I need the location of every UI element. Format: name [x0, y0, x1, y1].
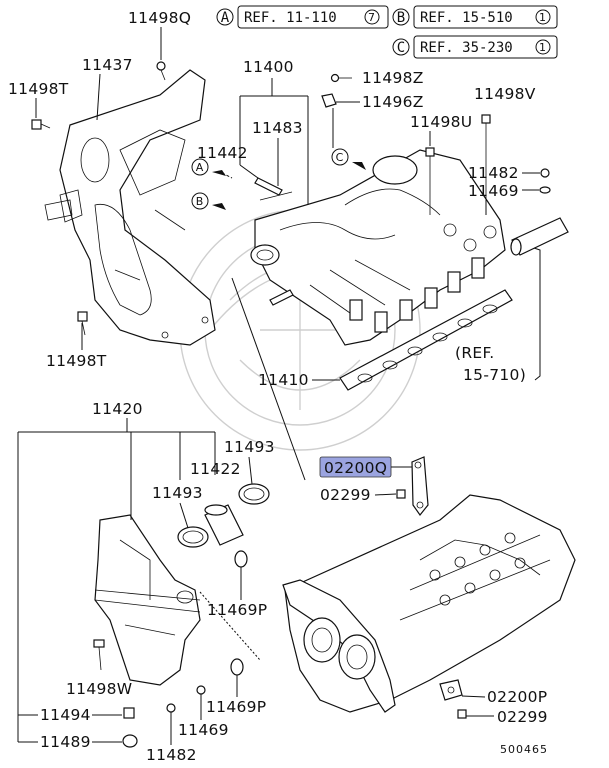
washer-11469-top: [539, 186, 551, 194]
label-11494: 11494: [40, 706, 91, 724]
engine-hanger-02200Q: [411, 456, 429, 517]
ref-a-text: REF. 11-110: [244, 10, 337, 26]
bolt-11498V: [481, 114, 491, 215]
ref-c-num: 1: [539, 41, 547, 54]
label-11422: 11422: [190, 460, 241, 478]
bolt-02299-upper: [396, 489, 406, 499]
label-11493-lower: 11493: [152, 484, 203, 502]
arrow-a: A: [191, 158, 233, 179]
ref-c-text: REF. 35-230: [420, 40, 513, 56]
figure-number: 500465: [500, 743, 548, 756]
intake-manifold: [250, 149, 506, 346]
grommet-11494: [123, 707, 135, 719]
nut-11482-bottom: [166, 703, 176, 713]
clamp-11493-upper: [238, 483, 270, 505]
clip-11496Z: [321, 93, 337, 108]
arrow-b: B: [191, 192, 226, 210]
ref-note-line1: (REF.: [455, 344, 494, 362]
clamp-11493-lower: [177, 526, 209, 548]
bolt-11498Q: [156, 61, 166, 81]
label-11482-top: 11482: [468, 164, 519, 182]
label-11483: 11483: [252, 119, 303, 137]
nut-11482-top: [540, 168, 550, 178]
label-11410: 11410: [258, 371, 309, 389]
arrow-b-letter: B: [196, 195, 205, 208]
label-11498V: 11498V: [474, 85, 536, 103]
label-11420: 11420: [92, 400, 143, 418]
arrow-c-letter: C: [336, 151, 345, 164]
bolt-11498Z: [330, 73, 352, 83]
washer-11469P-upper: [234, 550, 248, 568]
bolt-11498T-top: [31, 119, 51, 130]
part-11489: [122, 734, 138, 748]
label-02200Q: 02200Q: [324, 459, 387, 477]
ref-b-letter: B: [397, 10, 405, 26]
label-11482-bottom: 11482: [146, 746, 197, 764]
label-11469P-lower: 11469P: [206, 698, 266, 716]
label-11498T-bottom: 11498T: [46, 352, 107, 370]
gasket-11410: [339, 289, 513, 391]
label-11442: 11442: [197, 144, 248, 162]
ref-b-text: REF. 15-510: [420, 10, 513, 26]
label-11496Z: 11496Z: [362, 93, 424, 111]
label-11400: 11400: [243, 58, 294, 76]
cylinder-head: [282, 494, 576, 713]
bolt-02299-lower: [457, 709, 467, 719]
ref-note-line2: 15-710): [463, 366, 526, 384]
label-11469P-upper: 11469P: [207, 601, 267, 619]
stud-lower: [269, 289, 294, 306]
label-11469-top: 11469: [468, 182, 519, 200]
air-intake-plenum: [94, 514, 201, 686]
washer-11469P-lower: [230, 658, 244, 676]
label-02200P: 02200P: [487, 688, 547, 706]
label-02299-lower: 02299: [497, 708, 548, 726]
ref-a-letter: A: [221, 10, 230, 26]
ref-a-num: 7: [368, 11, 376, 24]
hose-11422: [204, 504, 244, 546]
bracket-11437: [44, 69, 216, 346]
label-11498Z: 11498Z: [362, 69, 424, 87]
ref-b-num: 1: [539, 11, 547, 24]
arrow-a-letter: A: [196, 161, 205, 174]
label-02299-upper: 02299: [320, 486, 371, 504]
ref-a: A REF. 11-110 7: [216, 5, 389, 29]
reference-legend: A REF. 11-110 7 B REF. 15-510 1 C REF. 3…: [216, 5, 558, 59]
stud-11442: [254, 177, 283, 196]
label-11498W: 11498W: [66, 680, 132, 698]
engine-hanger-02200P: [439, 679, 463, 701]
label-11469-bottom: 11469: [178, 721, 229, 739]
label-11493-upper: 11493: [224, 438, 275, 456]
arrow-c: C: [331, 148, 366, 170]
ref-c: C REF. 35-230 1: [392, 35, 558, 59]
label-11498U: 11498U: [410, 113, 472, 131]
hose-right: [510, 217, 569, 256]
label-11437: 11437: [82, 56, 133, 74]
bolt-11498W: [93, 639, 105, 671]
label-11498Q: 11498Q: [128, 9, 191, 27]
bolt-11498U: [425, 147, 435, 215]
washer-11469-bottom: [196, 685, 206, 695]
ref-b: B REF. 15-510 1: [392, 5, 558, 29]
label-11489: 11489: [40, 733, 91, 751]
label-11498T-top: 11498T: [8, 80, 69, 98]
ref-c-letter: C: [397, 40, 405, 56]
